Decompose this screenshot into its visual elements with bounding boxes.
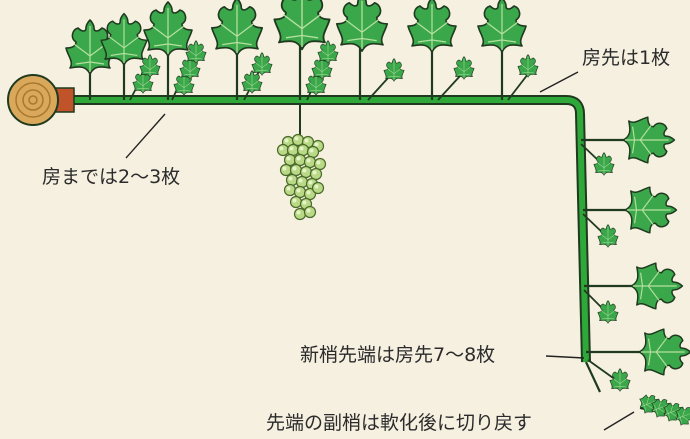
leader-lines [125, 71, 635, 431]
label-tip-one-leaf: 房先は1枚 [582, 47, 671, 69]
grape-leaf-icon [630, 262, 684, 310]
label-lateral-cut: 先端の副梢は軟化後に切り戻す [266, 412, 533, 434]
upper-leaves [65, 0, 539, 101]
trunk-cross-section-icon [7, 74, 75, 126]
grape-leaf-icon [210, 0, 264, 56]
grape-cluster-icon [276, 104, 327, 221]
grape-leaf-icon [273, 0, 331, 51]
label-before-cluster: 房までは2〜3枚 [42, 166, 181, 188]
grape-leaf-icon [335, 0, 389, 52]
grape-leaf-icon [622, 116, 676, 164]
main-shoot [58, 95, 591, 363]
right-leaves [580, 116, 690, 392]
grape-leaf-icon [477, 0, 527, 53]
grape-leaf-icon [638, 328, 690, 376]
grape-leaf-icon [143, 1, 193, 57]
grape-leaf-icon [624, 186, 678, 234]
tip-lateral-shoot [585, 361, 690, 428]
label-shoot-tip: 新梢先端は房先7〜8枚 [300, 344, 496, 366]
grape-leaf-icon [407, 0, 457, 53]
grape-leaf-icon [100, 12, 148, 66]
